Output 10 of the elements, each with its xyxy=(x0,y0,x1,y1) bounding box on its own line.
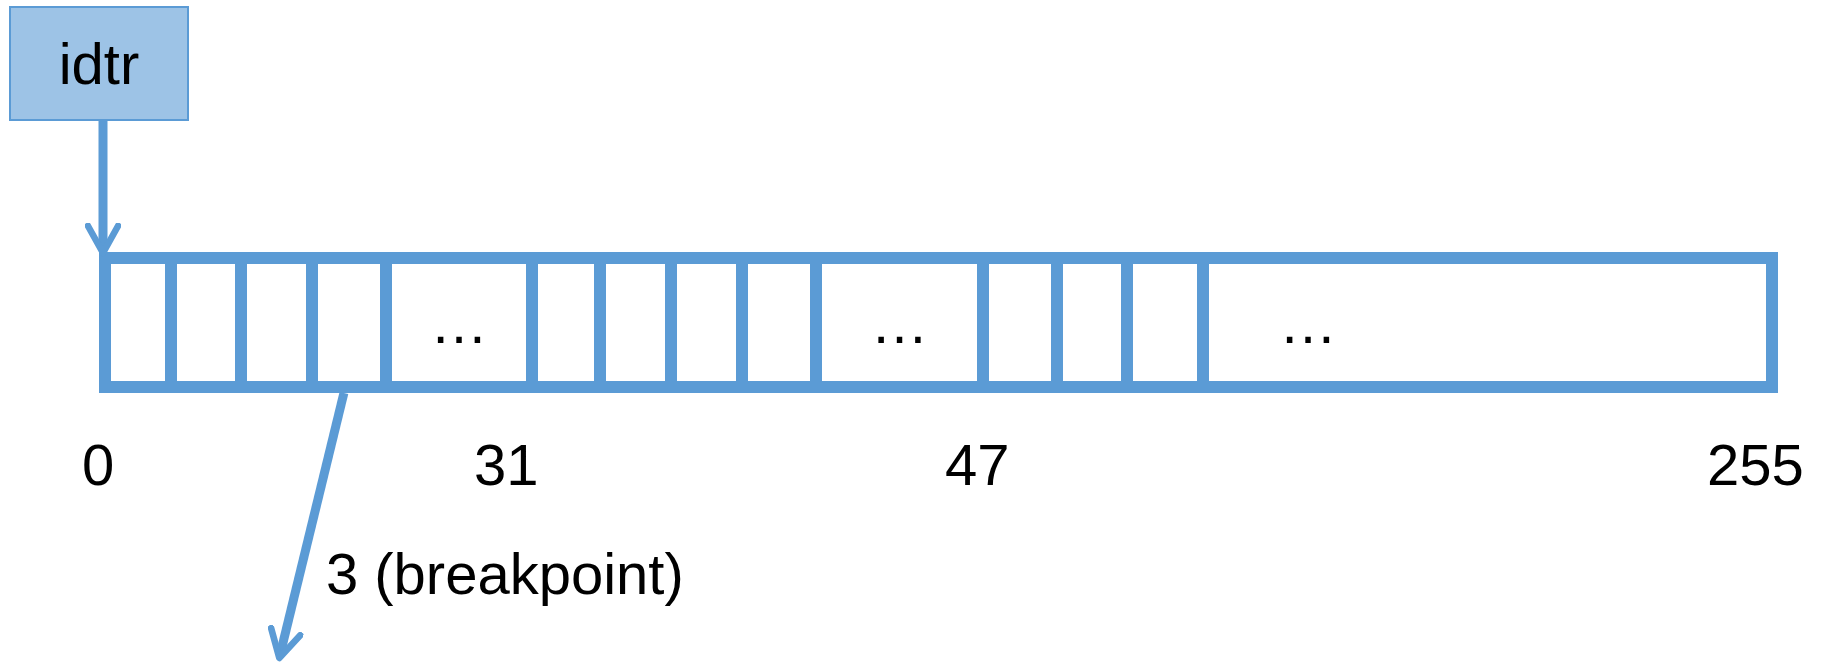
ellipsis-text: … xyxy=(1279,293,1337,352)
register-name: idtr xyxy=(58,34,140,93)
ellipsis-text: … xyxy=(430,293,488,352)
register-box xyxy=(9,6,189,121)
ellipsis-text: … xyxy=(870,293,929,352)
index-label: 47 xyxy=(945,436,1010,494)
index-label: 0 xyxy=(82,436,115,494)
table-box xyxy=(99,252,1778,393)
index-label: 31 xyxy=(474,436,539,494)
index-label: 255 xyxy=(1707,436,1804,494)
